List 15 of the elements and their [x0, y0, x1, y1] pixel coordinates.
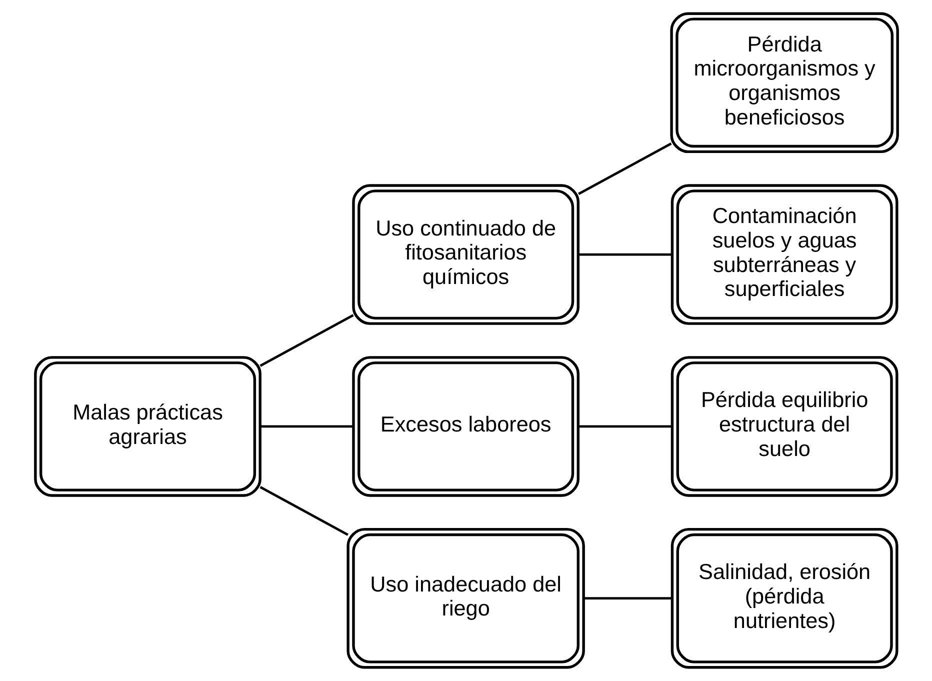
connector — [578, 142, 672, 196]
node-box: Contaminación suelos y aguas subterráneas y superficiales — [670, 184, 898, 325]
connector — [578, 425, 672, 428]
node-box: Excesos laboreos — [352, 356, 580, 497]
connector — [583, 597, 672, 600]
node-box: Malas prácticas agrarias — [34, 356, 261, 497]
node-box: Pérdida microorganismos y organismos beneficiosos — [670, 12, 898, 154]
node-box: Pérdida equilibrio estructura del suelo — [670, 356, 898, 497]
node-box: Uso continuado de fitosanitarios químicos — [352, 184, 580, 325]
connector — [259, 486, 348, 536]
connector — [260, 425, 353, 428]
node-box: Salinidad, erosión (pérdida nutrientes) — [670, 528, 898, 669]
connector — [259, 314, 354, 367]
connector — [578, 253, 672, 256]
node-box: Uso inadecuado del riego — [346, 528, 584, 669]
